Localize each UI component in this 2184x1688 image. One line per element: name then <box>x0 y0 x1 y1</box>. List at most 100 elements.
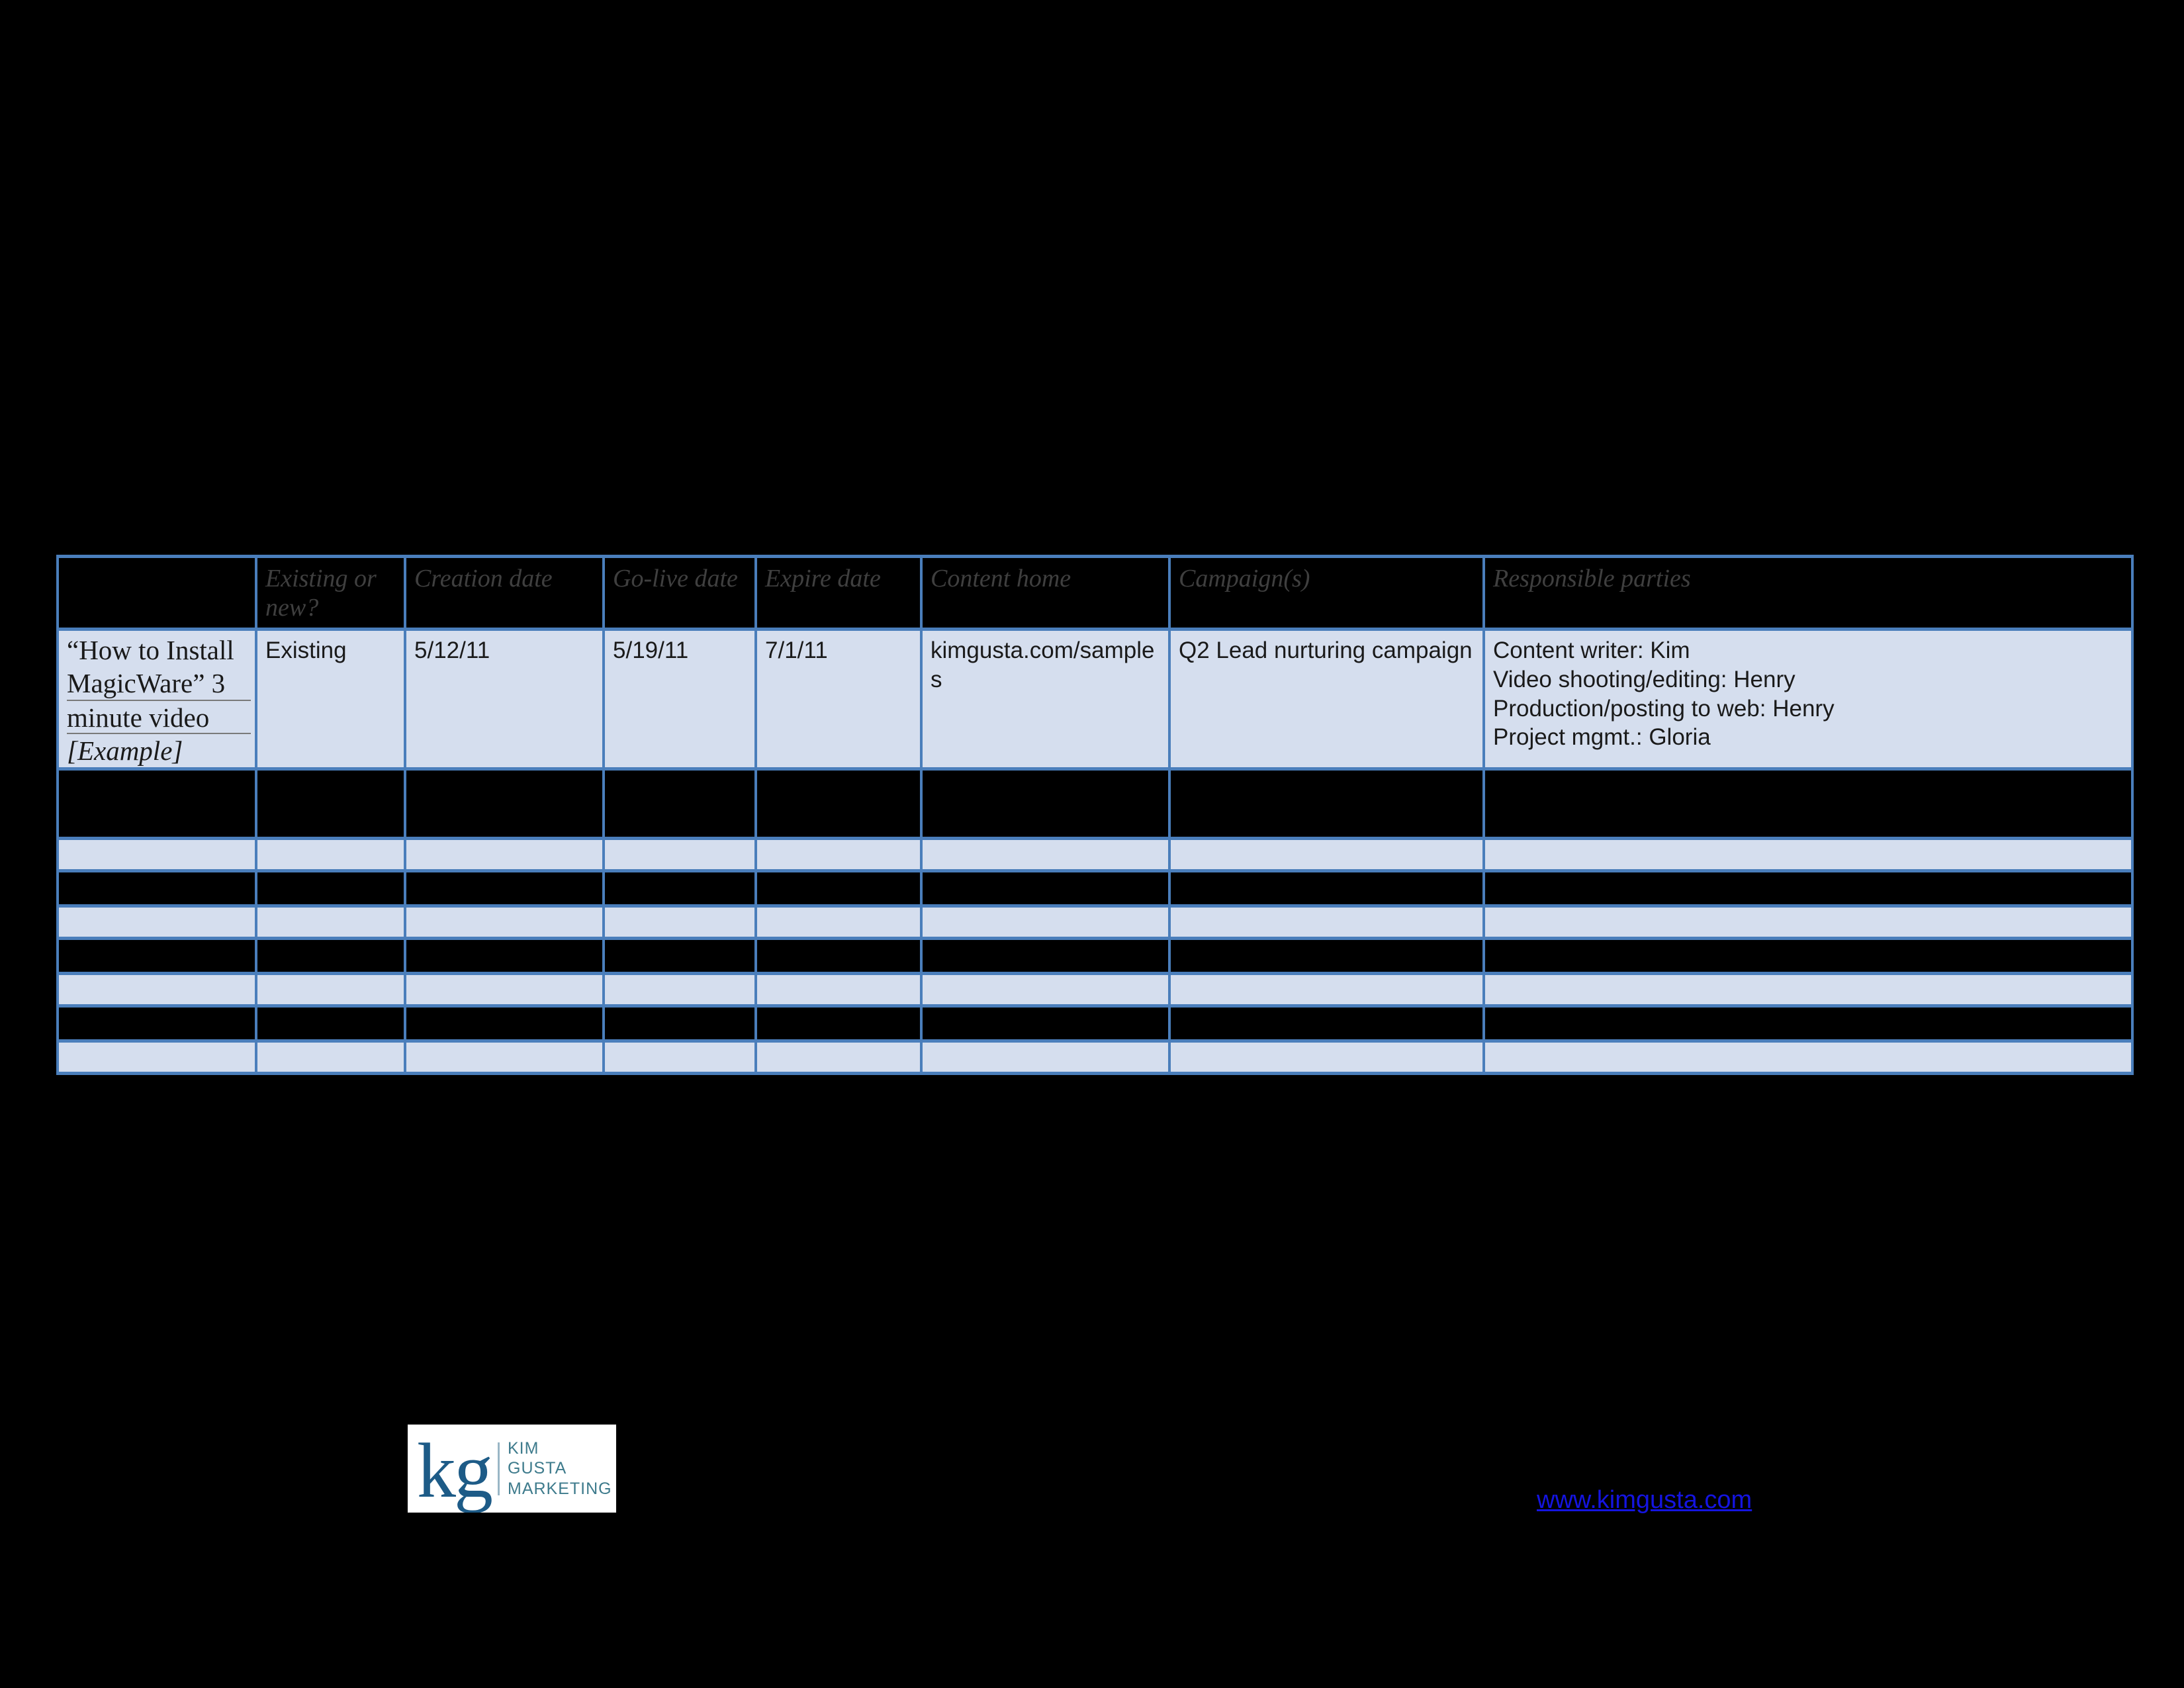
blank-cell[interactable] <box>602 767 757 841</box>
cell-responsible-parties[interactable]: Content writer: Kim Video shooting/editi… <box>1482 627 2134 771</box>
blank-cell[interactable] <box>920 1039 1171 1076</box>
table-row-blank[interactable] <box>56 1039 2134 1076</box>
blank-cell[interactable] <box>255 1039 406 1076</box>
blank-cell[interactable] <box>1482 937 2134 976</box>
blank-cell[interactable] <box>404 1004 605 1043</box>
header-label-creation-date: Creation date <box>414 565 553 592</box>
blank-cell[interactable] <box>754 767 923 841</box>
blank-cell[interactable] <box>754 972 923 1008</box>
blank-cell[interactable] <box>1482 767 2134 841</box>
cell-title-line2: minute video <box>67 702 210 733</box>
blank-cell[interactable] <box>920 767 1171 841</box>
table-row-blank[interactable] <box>56 937 2134 976</box>
responsible-party-line: Video shooting/editing: Henry <box>1493 666 1796 692</box>
blank-cell[interactable] <box>1168 904 1485 941</box>
table-row-blank[interactable] <box>56 837 2134 873</box>
header-cell-existing-or-new: Existing or new? <box>255 555 406 631</box>
table-row-blank[interactable] <box>56 869 2134 908</box>
blank-cell[interactable] <box>404 869 605 908</box>
table-row-blank[interactable] <box>56 767 2134 841</box>
blank-cell[interactable] <box>56 904 257 941</box>
blank-cell[interactable] <box>602 837 757 873</box>
blank-cell[interactable] <box>404 1039 605 1076</box>
blank-cell[interactable] <box>754 1004 923 1043</box>
table-row-blank[interactable] <box>56 972 2134 1008</box>
cell-existing-or-new[interactable]: Existing <box>255 627 406 771</box>
blank-cell[interactable] <box>255 837 406 873</box>
content-calendar-table[interactable]: Existing or new? Creation date Go-live d… <box>56 555 2134 1076</box>
cell-title-line1: “How to Install MagicWare” 3 <box>67 633 251 702</box>
cell-creation-date[interactable]: 5/12/11 <box>404 627 605 771</box>
table-row-blank[interactable] <box>56 1004 2134 1043</box>
cell-creation-date-value: 5/12/11 <box>414 637 490 663</box>
blank-cell[interactable] <box>920 1004 1171 1043</box>
blank-cell[interactable] <box>255 904 406 941</box>
website-link[interactable]: www.kimgusta.com <box>1537 1486 1752 1514</box>
blank-cell[interactable] <box>255 937 406 976</box>
blank-cell[interactable] <box>1168 1004 1485 1043</box>
blank-cell[interactable] <box>255 1004 406 1043</box>
header-label-title <box>59 558 255 564</box>
blank-cell[interactable] <box>1168 869 1485 908</box>
blank-cell[interactable] <box>255 869 406 908</box>
blank-cell[interactable] <box>255 767 406 841</box>
header-cell-title <box>56 555 257 631</box>
blank-cell[interactable] <box>56 1004 257 1043</box>
header-label-go-live-date: Go-live date <box>613 565 738 592</box>
cell-content-home[interactable]: kimgusta.com/samples <box>920 627 1171 771</box>
blank-cell[interactable] <box>56 869 257 908</box>
blank-cell[interactable] <box>1168 1039 1485 1076</box>
blank-cell[interactable] <box>56 837 257 873</box>
blank-cell[interactable] <box>920 904 1171 941</box>
blank-cell[interactable] <box>404 904 605 941</box>
blank-cell[interactable] <box>1482 1039 2134 1076</box>
blank-cell[interactable] <box>56 937 257 976</box>
header-label-campaigns: Campaign(s) <box>1179 565 1310 592</box>
header-cell-content-home: Content home <box>920 555 1171 631</box>
blank-cell[interactable] <box>920 972 1171 1008</box>
blank-cell[interactable] <box>602 972 757 1008</box>
cell-title[interactable]: “How to Install MagicWare” 3 minute vide… <box>56 627 257 771</box>
table-row[interactable]: “How to Install MagicWare” 3 minute vide… <box>56 627 2134 771</box>
blank-cell[interactable] <box>602 937 757 976</box>
blank-cell[interactable] <box>404 937 605 976</box>
blank-cell[interactable] <box>754 904 923 941</box>
blank-cell[interactable] <box>602 1004 757 1043</box>
cell-expire-date[interactable]: 7/1/11 <box>754 627 923 771</box>
blank-cell[interactable] <box>56 1039 257 1076</box>
blank-cell[interactable] <box>1482 1004 2134 1043</box>
blank-cell[interactable] <box>920 937 1171 976</box>
header-cell-responsible-parties: Responsible parties <box>1482 555 2134 631</box>
blank-cell[interactable] <box>1482 904 2134 941</box>
blank-cell[interactable] <box>255 972 406 1008</box>
blank-cell[interactable] <box>1482 837 2134 873</box>
blank-cell[interactable] <box>1482 869 2134 908</box>
blank-cell[interactable] <box>754 869 923 908</box>
blank-cell[interactable] <box>56 767 257 841</box>
blank-cell[interactable] <box>404 972 605 1008</box>
responsible-party-line: Project mgmt.: Gloria <box>1493 724 1711 751</box>
blank-cell[interactable] <box>1168 837 1485 873</box>
blank-cell[interactable] <box>404 837 605 873</box>
blank-cell[interactable] <box>602 904 757 941</box>
blank-cell[interactable] <box>1482 972 2134 1008</box>
cell-campaigns-value: Q2 Lead nurturing campaign <box>1179 637 1473 663</box>
blank-cell[interactable] <box>754 1039 923 1076</box>
blank-cell[interactable] <box>754 837 923 873</box>
header-label-expire-date: Expire date <box>765 565 881 592</box>
blank-cell[interactable] <box>602 869 757 908</box>
blank-cell[interactable] <box>602 1039 757 1076</box>
blank-cell[interactable] <box>56 972 257 1008</box>
blank-cell[interactable] <box>920 837 1171 873</box>
header-label-existing-or-new: Existing or new? <box>265 565 377 622</box>
blank-cell[interactable] <box>404 767 605 841</box>
blank-cell[interactable] <box>1168 937 1485 976</box>
blank-cell[interactable] <box>1168 767 1485 841</box>
blank-cell[interactable] <box>920 869 1171 908</box>
cell-expire-date-value: 7/1/11 <box>765 637 828 663</box>
cell-campaigns[interactable]: Q2 Lead nurturing campaign <box>1168 627 1485 771</box>
blank-cell[interactable] <box>1168 972 1485 1008</box>
cell-go-live-date[interactable]: 5/19/11 <box>602 627 757 771</box>
blank-cell[interactable] <box>754 937 923 976</box>
table-row-blank[interactable] <box>56 904 2134 941</box>
